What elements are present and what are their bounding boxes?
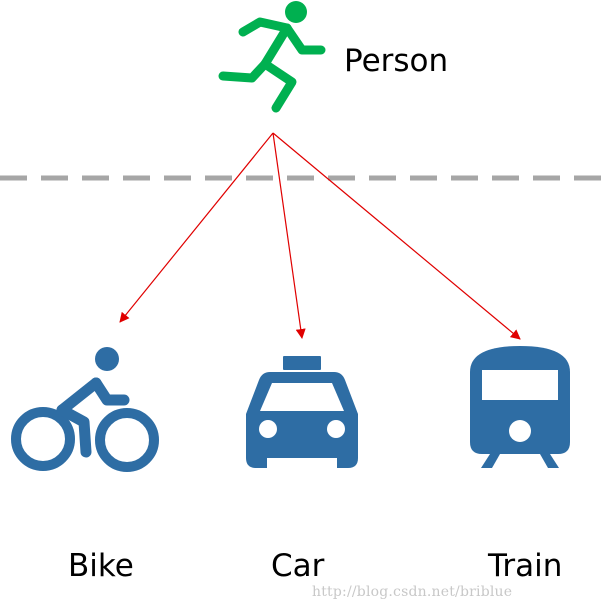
- watermark-text: http://blog.csdn.net/briblue: [312, 584, 513, 600]
- person-label: Person: [344, 43, 449, 79]
- train-label: Train: [488, 548, 563, 584]
- train-icon: [470, 346, 570, 468]
- edge-person-to-car: [272, 132, 306, 339]
- bicycle-icon: [11, 347, 159, 472]
- running-person-icon: [218, 1, 326, 113]
- bike-label: Bike: [68, 548, 134, 584]
- edge-person-to-bike: [119, 132, 274, 323]
- car-label: Car: [271, 548, 325, 584]
- taxi-car-icon: [246, 356, 358, 468]
- edge-person-to-train: [272, 132, 521, 340]
